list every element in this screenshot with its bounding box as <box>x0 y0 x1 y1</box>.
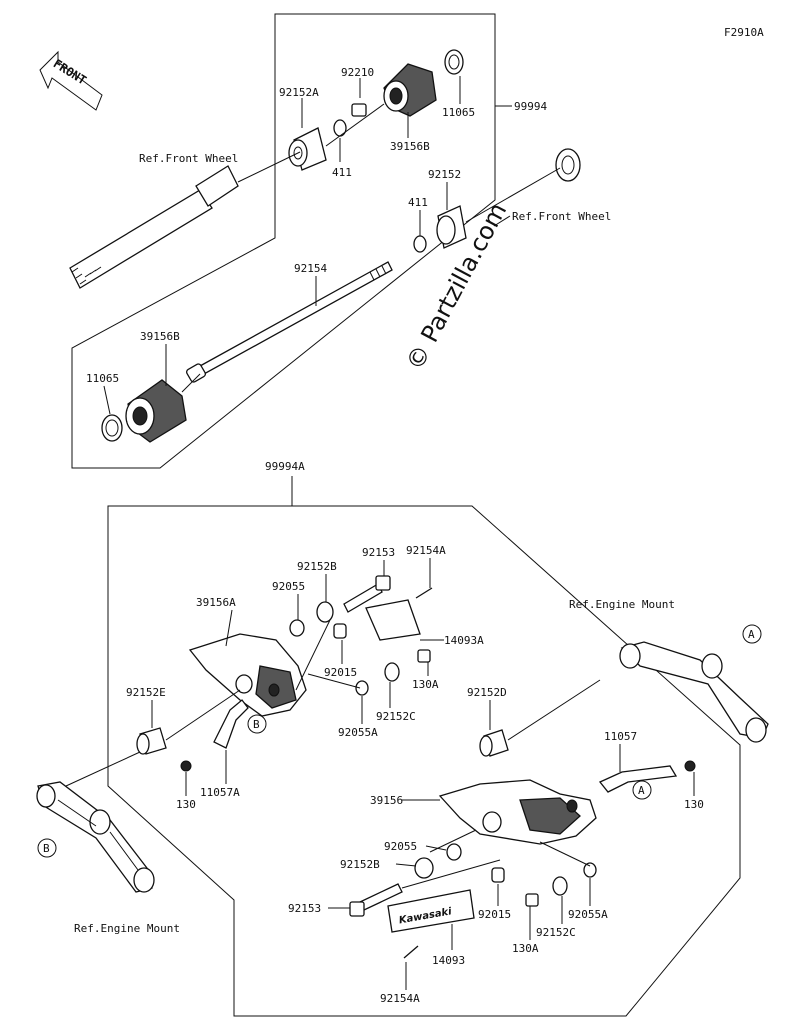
label-92152D: 92152D <box>467 686 507 699</box>
washer-92055A-lower <box>583 862 597 878</box>
collar-92152A <box>288 127 327 171</box>
label-39156B-bottom: 39156B <box>140 330 180 343</box>
front-label: FRONT <box>51 56 89 87</box>
label-99994: 99994 <box>514 100 547 113</box>
callout-a-right: A <box>742 624 762 644</box>
label-92152E: 92152E <box>126 686 166 699</box>
label-92055A-lower: 92055A <box>568 908 608 921</box>
callout-b-left: B <box>37 838 57 858</box>
collar-92152B-upper <box>316 601 334 623</box>
label-92055-lower: 92055 <box>384 840 417 853</box>
bushing-92015-lower <box>491 867 505 883</box>
label-92055A-upper: 92055A <box>338 726 378 739</box>
svg-text:A: A <box>638 784 645 797</box>
label-411-top: 411 <box>332 166 352 179</box>
callout-a-lower: A <box>632 780 652 800</box>
label-411-mid: 411 <box>408 196 428 209</box>
svg-text:B: B <box>253 718 260 731</box>
slider-39156A <box>188 633 307 717</box>
bracket-11057 <box>598 765 678 793</box>
screw-92154A-lower <box>403 945 419 959</box>
washer-411-mid <box>413 235 427 253</box>
label-11057A: 11057A <box>200 786 240 799</box>
slider-39156B-lower <box>101 363 206 443</box>
collar-92152 <box>436 205 467 249</box>
label-92154: 92154 <box>294 262 327 275</box>
bracket-11057A <box>213 699 249 749</box>
washer-92055-lower <box>446 843 462 861</box>
leaders-bottom <box>65 558 695 990</box>
label-ref-front-wheel-right: Ref.Front Wheel <box>512 210 611 223</box>
label-ref-front-wheel-left: Ref.Front Wheel <box>139 152 238 165</box>
label-14093A: 14093A <box>444 634 484 647</box>
svg-text:A: A <box>748 628 755 641</box>
label-14093: 14093 <box>432 954 465 967</box>
label-39156B-top: 39156B <box>390 140 430 153</box>
label-92152C-lower: 92152C <box>536 926 576 939</box>
washer-92055-upper <box>289 619 305 637</box>
label-92152B-upper: 92152B <box>297 560 337 573</box>
label-39156A: 39156A <box>196 596 236 609</box>
label-92015-lower: 92015 <box>478 908 511 921</box>
label-130-left: 130 <box>176 798 196 811</box>
label-92055-upper: 92055 <box>272 580 305 593</box>
front-direction-arrow: FRONT <box>39 50 103 111</box>
spacer-92152E <box>136 727 167 755</box>
slider-39156B-upper <box>351 49 464 117</box>
label-11065-top: 11065 <box>442 106 475 119</box>
brand-plate-14093: Kawasaki <box>387 889 475 933</box>
washer-411-top <box>333 119 347 137</box>
bushing-92015-upper <box>333 623 347 639</box>
rod-92154 <box>199 261 393 375</box>
label-92210: 92210 <box>341 66 374 79</box>
group-outline-99994 <box>71 13 496 469</box>
label-39156: 39156 <box>370 794 403 807</box>
spacer-92152D <box>479 729 509 757</box>
plate-14093A <box>365 599 421 641</box>
ref-front-wheel-bearing <box>555 148 581 182</box>
label-130-right: 130 <box>684 798 704 811</box>
label-ref-engine-mount-left: Ref.Engine Mount <box>74 922 180 935</box>
ref-engine-mount-right <box>619 641 769 743</box>
group-outline-99994A <box>107 505 741 1017</box>
bolt-92153-upper <box>343 575 391 613</box>
slider-39156 <box>438 779 597 845</box>
label-ref-engine-mount-right: Ref.Engine Mount <box>569 598 675 611</box>
label-99994A: 99994A <box>265 460 305 473</box>
svg-text:B: B <box>43 842 50 855</box>
label-92153-upper: 92153 <box>362 546 395 559</box>
leaders-top <box>103 76 561 415</box>
ref-engine-mount-left <box>36 781 155 893</box>
front-axle <box>69 165 239 289</box>
bolt-92153-lower <box>349 883 403 917</box>
figure-code: F2910A <box>724 26 764 39</box>
collar-92152B-lower <box>414 857 434 879</box>
bolt-130A-lower <box>525 893 539 907</box>
label-130A-upper: 130A <box>412 678 439 691</box>
label-130A-lower: 130A <box>512 942 539 955</box>
label-92015-upper: 92015 <box>324 666 357 679</box>
label-11065-bottom: 11065 <box>86 372 119 385</box>
washer-92055A-upper <box>355 680 369 696</box>
bolt-130A-upper <box>417 649 431 663</box>
label-92152C-upper: 92152C <box>376 710 416 723</box>
label-92152: 92152 <box>428 168 461 181</box>
callout-b-upper: B <box>247 714 267 734</box>
collar-92152C-upper <box>384 662 400 682</box>
collar-92152C-lower <box>552 876 568 896</box>
label-92154A-lower: 92154A <box>380 992 420 1005</box>
bolt-130-left <box>180 760 192 772</box>
label-92153-lower: 92153 <box>288 902 321 915</box>
label-92152A: 92152A <box>279 86 319 99</box>
screw-92154A-upper <box>415 587 433 599</box>
label-92154A-upper: 92154A <box>406 544 446 557</box>
label-92152B-lower: 92152B <box>340 858 380 871</box>
bolt-130-right <box>684 760 696 772</box>
label-11057: 11057 <box>604 730 637 743</box>
